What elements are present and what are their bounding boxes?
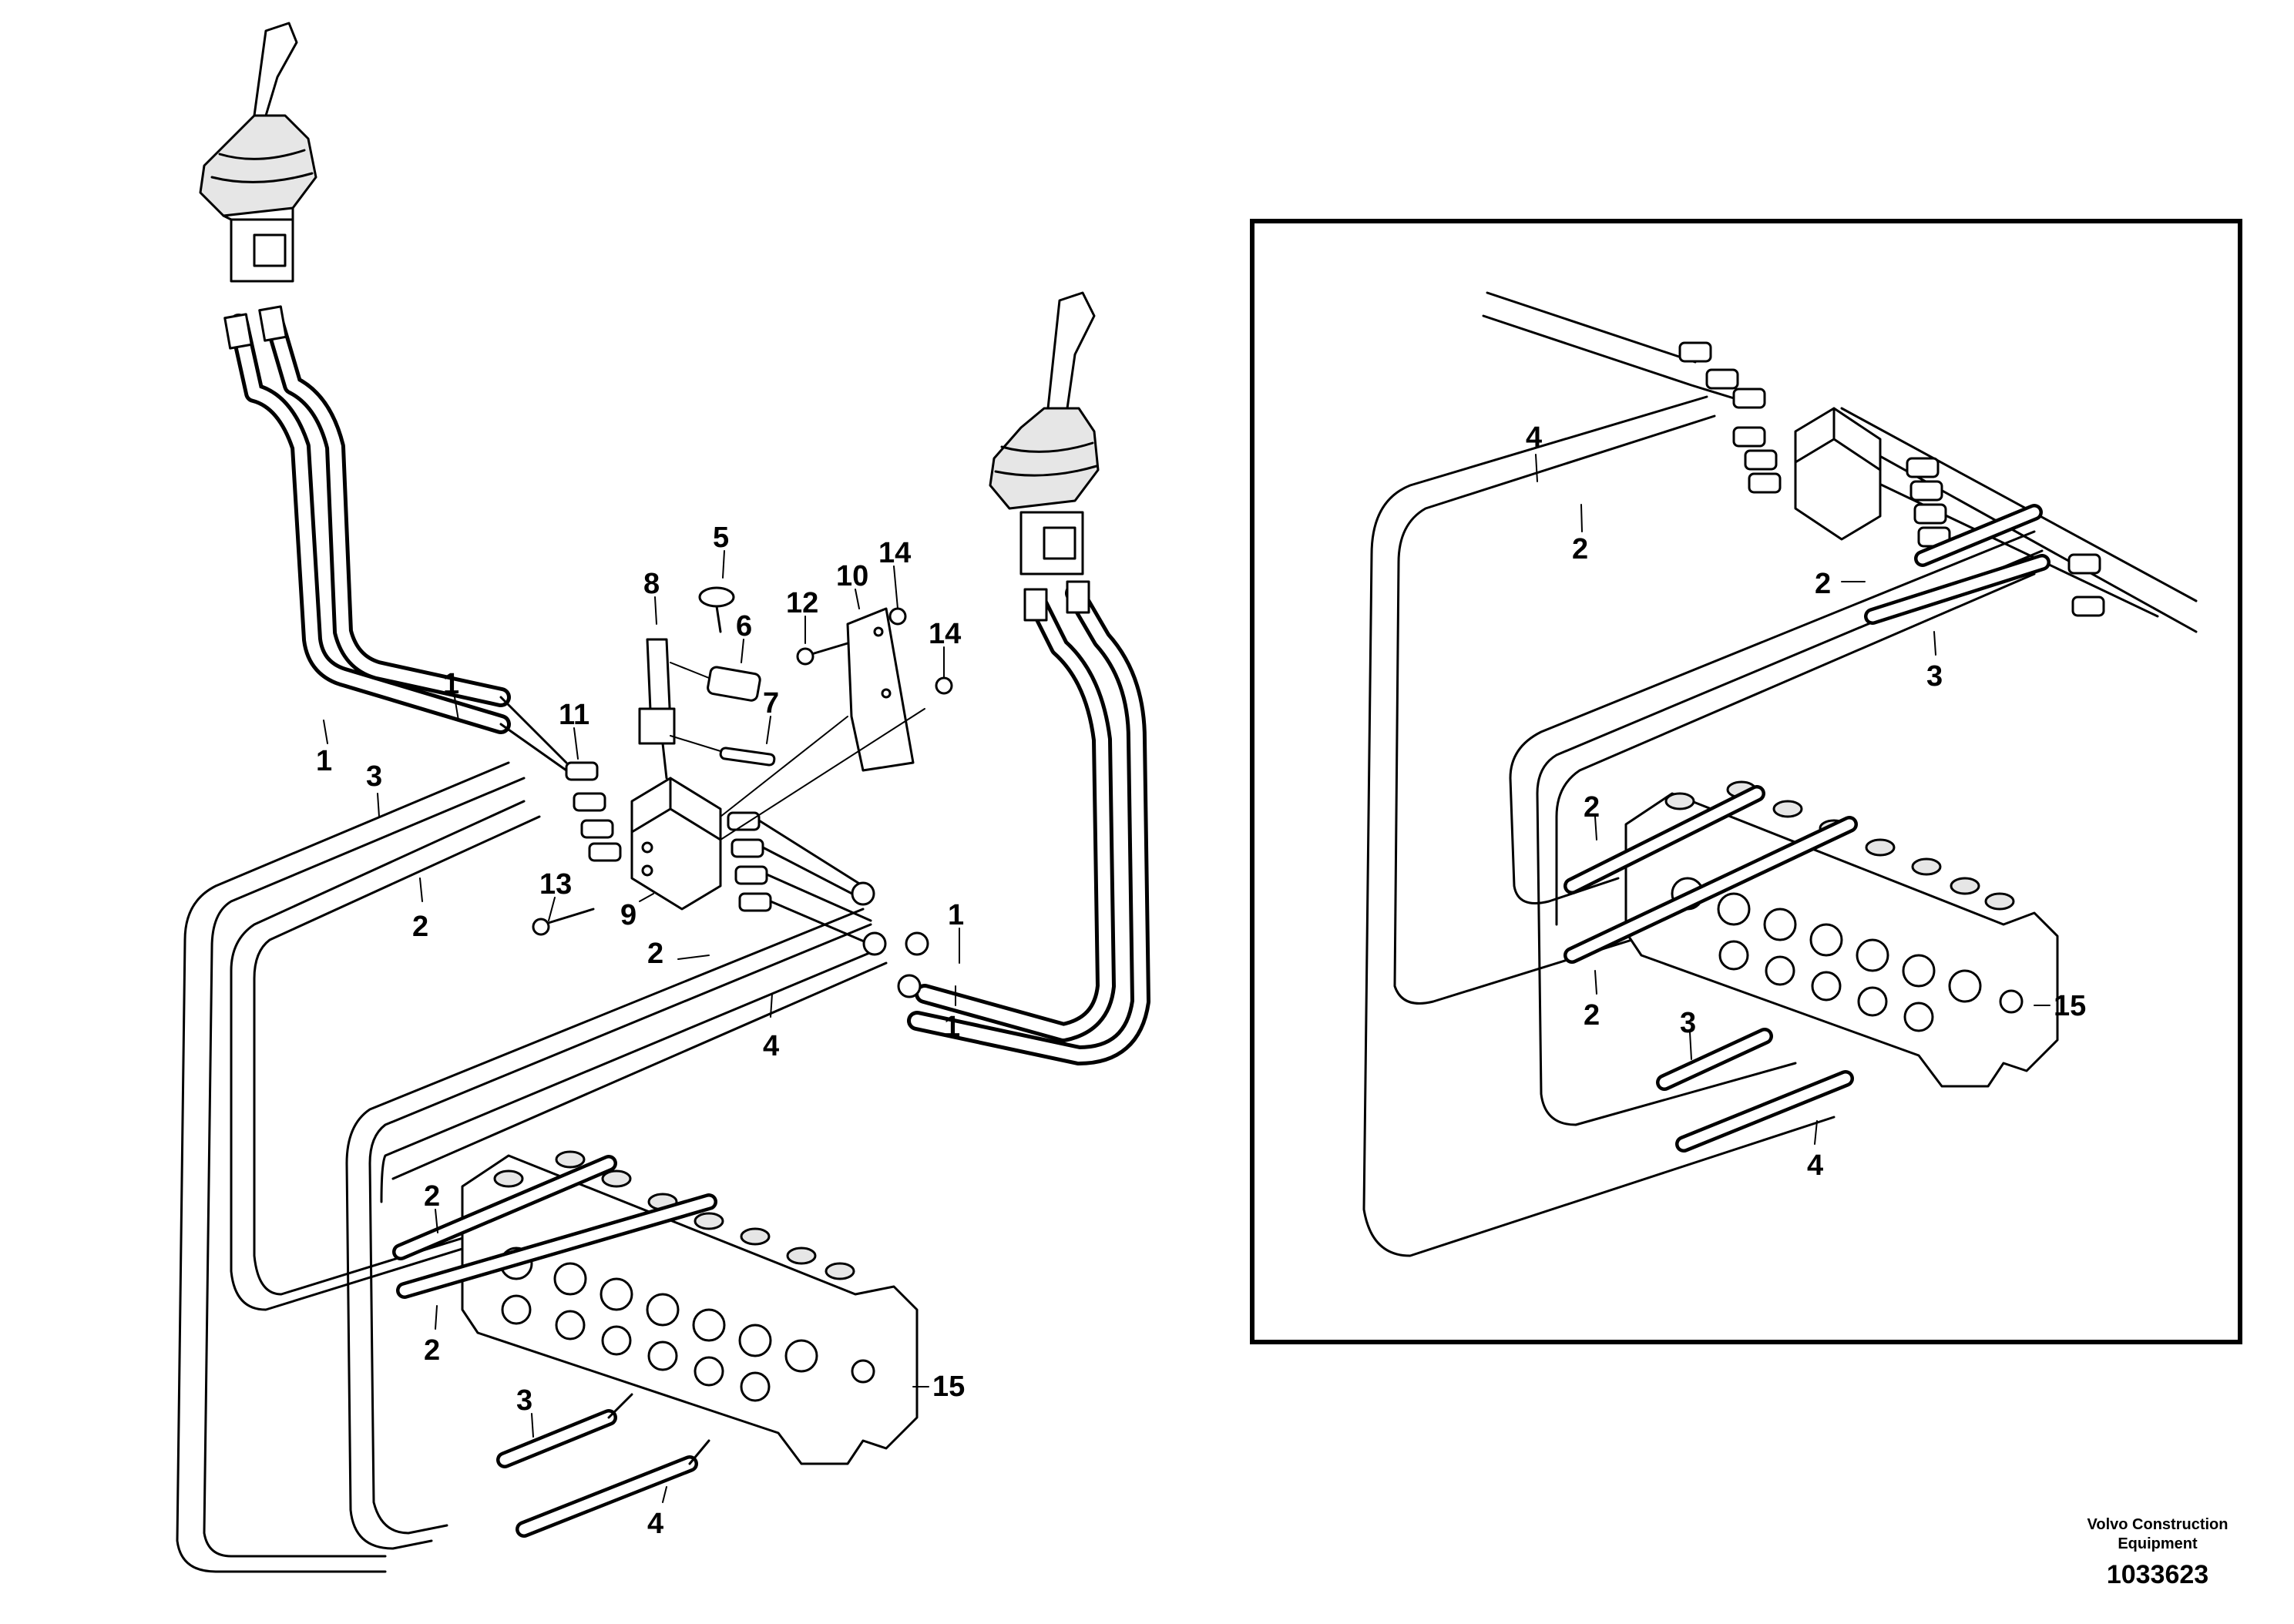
callout-1: 1 [948,899,964,931]
inset-callout-4: 4 [1526,421,1542,454]
inset-callout-2: 2 [1584,999,1600,1032]
inset-callout-2: 2 [1584,791,1600,824]
callout-1: 1 [443,668,459,700]
callout-11: 11 [559,699,589,731]
lever-parts [638,586,776,780]
callout-10: 10 [836,560,868,592]
right-joystick [989,291,1100,575]
brand-line-1: Volvo Construction [2087,1516,2229,1533]
hose-1-left [223,305,511,734]
callout-5: 5 [713,522,729,554]
callout-2: 2 [424,1180,440,1213]
callout-4: 4 [763,1030,779,1062]
callouts-inset: 4 2 2 3 2 2 3 4 15 [1526,421,2086,1182]
callout-3: 3 [366,760,382,793]
screw-13 [532,908,595,936]
callout-15: 15 [932,1371,965,1403]
inset-callout-3: 3 [1680,1007,1696,1039]
inset-callout-4: 4 [1807,1149,1823,1182]
callout-14: 14 [878,537,911,569]
valve-tubes-main [392,1155,717,1538]
inset-callout-3: 3 [1926,660,1943,693]
callout-1: 1 [944,1011,960,1043]
bracket-10 [720,607,925,841]
drawing-number: 1033623 [2107,1560,2208,1589]
callout-2: 2 [424,1334,440,1367]
valve-spools-main [493,1150,875,1402]
screw-12 [796,642,849,666]
callout-14: 14 [929,618,961,650]
callout-8: 8 [643,568,660,600]
callout-13: 13 [539,868,572,901]
callout-2: 2 [647,938,663,970]
callout-9: 9 [620,899,636,931]
pipes-main [176,761,888,1573]
callouts-main: 1 1 3 2 5 6 7 8 9 10 14 12 14 11 13 2 4 … [316,522,965,1540]
callout-4: 4 [647,1508,663,1540]
callout-7: 7 [763,687,779,720]
callout-3: 3 [516,1384,532,1417]
callout-12: 12 [786,587,818,619]
left-joystick [199,22,317,283]
brand-block: Volvo Construction Equipment 1033623 [2087,1516,2229,1589]
inset-callout-2: 2 [1572,533,1588,565]
callout-2: 2 [412,911,428,943]
hose-1-right [907,580,1150,1065]
distribution-block [499,696,929,998]
inset-callout-2: 2 [1815,568,1831,600]
callout-6: 6 [736,610,752,643]
detail-inset: 4 2 2 3 2 2 3 4 15 [1250,219,2242,1344]
inset-callout-15: 15 [2054,990,2086,1022]
callout-1: 1 [316,745,332,777]
brand-line-2: Equipment [2118,1535,2198,1552]
